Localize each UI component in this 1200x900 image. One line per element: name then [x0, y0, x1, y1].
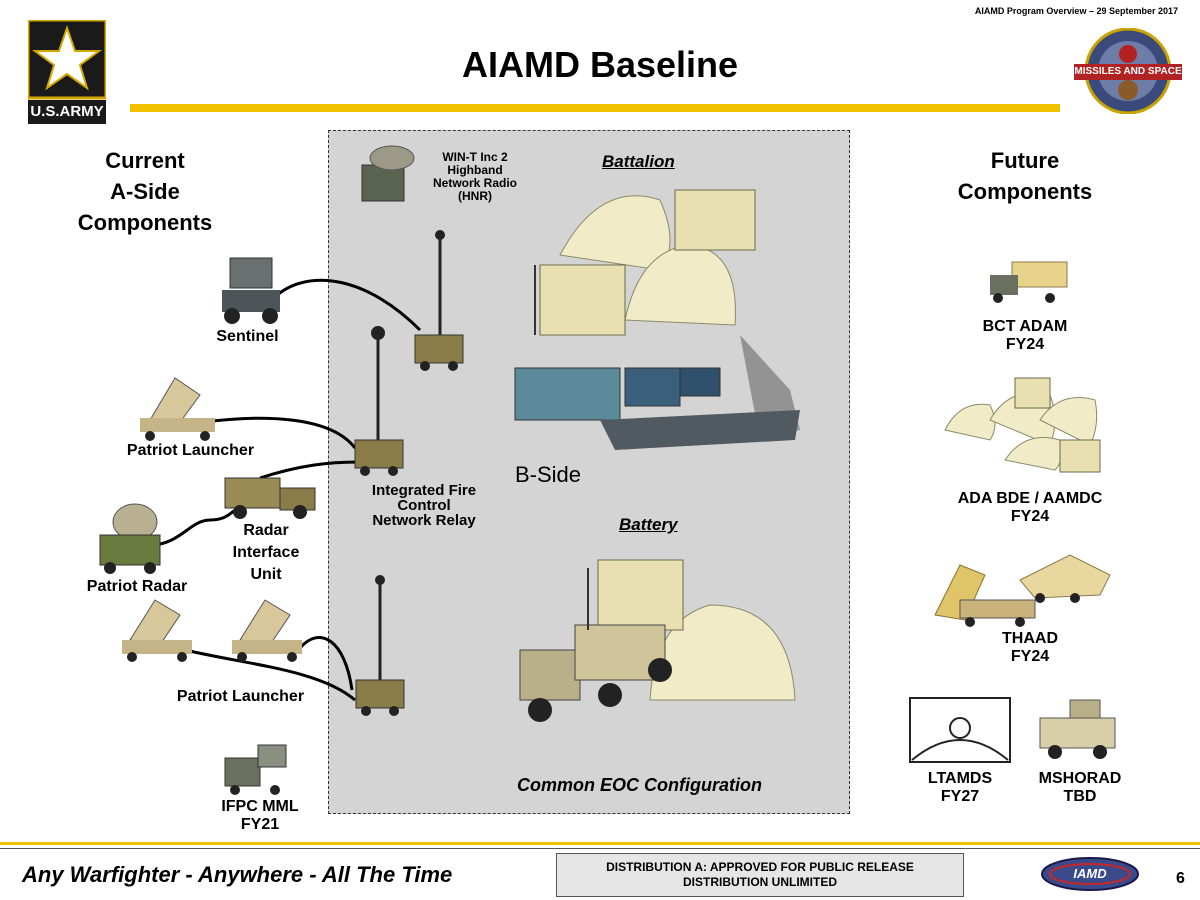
eoc-label: Common EOC Configuration [517, 775, 762, 795]
page-title: AIAMD Baseline [461, 44, 739, 85]
patriot-radar-label: Patriot Radar [86, 578, 188, 595]
page-number: 6 [1176, 870, 1185, 887]
heading-line: Components [957, 179, 1093, 204]
label-line: TBD [1063, 788, 1097, 805]
footer-motto: Any Warfighter - Anywhere - All The Time [22, 862, 453, 887]
label-line: Radar [243, 522, 289, 539]
label-line: Highband [447, 163, 503, 177]
ibcs-logo-text: IAMD [1073, 866, 1107, 881]
heading-line: Current [105, 148, 185, 173]
label-line: FY24 [1005, 336, 1045, 353]
cable-sentinel [270, 278, 422, 332]
heading-line: Components [77, 210, 213, 235]
battalion-shelters-icon [534, 189, 756, 336]
heading-line: Future [990, 148, 1060, 173]
label-line: (HNR) [458, 189, 492, 203]
distribution-line: DISTRIBUTION UNLIMITED [683, 875, 837, 889]
footer-divider-yellow [0, 842, 1200, 845]
patriot-launcher-top-label: Patriot Launcher [126, 442, 255, 459]
thaad-icon [934, 554, 1111, 627]
ifcn-relay-label: Integrated Fire Control Network Relay [358, 483, 490, 528]
ibcs-logo-icon [1041, 857, 1139, 891]
cable-launcher-bottom-1 [184, 648, 356, 702]
heading-line: A-Side [110, 179, 180, 204]
current-a-side-heading: Current A-Side Components [60, 145, 230, 238]
ifpc-mml-label: IFPC MML FY21 [200, 798, 320, 834]
title-underline [130, 104, 1060, 112]
thaad-label: THAAD FY24 [980, 630, 1080, 666]
label-line: ADA BDE / AAMDC [957, 490, 1103, 507]
radar-interface-unit-icon [224, 477, 316, 519]
army-logo: U.S.ARMY [28, 20, 106, 124]
label-line: IFPC MML [221, 798, 299, 815]
b-side-label: B-Side [515, 462, 582, 487]
label-line: WIN-T Inc 2 [442, 150, 508, 164]
label-line: Network Radio [432, 176, 517, 190]
ifpc-mml-icon [224, 744, 287, 795]
ltamds-icon [909, 697, 1011, 763]
sentinel-label: Sentinel [216, 328, 279, 345]
patriot-launcher-bottom-label: Patriot Launcher [176, 688, 305, 705]
patriot-radar-icon [99, 503, 161, 574]
hnr-radio-icon [361, 145, 415, 202]
header-note: AIAMD Program Overview – 29 September 20… [974, 6, 1178, 16]
peo-logo-text: MISSILES AND SPACE [1074, 66, 1182, 77]
patriot-launcher-top-icon [140, 377, 215, 441]
patriot-launcher-bottom-icon [122, 599, 302, 662]
army-logo-text: U.S.ARMY [30, 103, 104, 120]
label-line: Unit [250, 566, 282, 583]
mshorad-label: MSHORAD TBD [1030, 770, 1130, 806]
ada-bde-icon [944, 377, 1101, 473]
cable-launcher-top [204, 416, 357, 449]
hnr-label: WIN-T Inc 2 Highband Network Radio (HNR) [420, 151, 530, 203]
future-components-heading: Future Components [940, 145, 1110, 207]
bct-adam-icon [990, 261, 1068, 303]
distribution-statement: DISTRIBUTION A: APPROVED FOR PUBLIC RELE… [556, 853, 964, 897]
cable-launcher-bottom-2 [298, 636, 354, 691]
relay-mast-top-icon [414, 230, 464, 371]
sentinel-radar-icon [222, 257, 280, 324]
army-star-icon [28, 20, 106, 124]
label-line: LTAMDS [927, 770, 993, 787]
footer-divider-gray [0, 848, 1200, 849]
cable-riu [259, 460, 359, 480]
label-line: FY27 [940, 788, 980, 805]
mshorad-icon [1039, 699, 1116, 759]
battalion-title: Battalion [602, 152, 675, 171]
battery-title: Battery [619, 515, 678, 534]
distribution-line: DISTRIBUTION A: APPROVED FOR PUBLIC RELE… [606, 860, 914, 874]
relay-mast-bottom-icon [355, 575, 405, 716]
label-line: Interface [232, 544, 300, 561]
label-line: Integrated Fire [371, 482, 477, 499]
ltamds-label: LTAMDS FY27 [910, 770, 1010, 806]
peo-seal-icon [1074, 28, 1182, 114]
label-line: Control [397, 497, 451, 514]
ada-bde-label: ADA BDE / AAMDC FY24 [940, 490, 1120, 526]
peo-missiles-space-logo: MISSILES AND SPACE [1074, 28, 1182, 114]
label-line: THAAD [1002, 630, 1058, 647]
relay-mast-middle-icon [354, 326, 404, 476]
label-line: MSHORAD [1038, 770, 1122, 787]
label-line: BCT ADAM [982, 318, 1068, 335]
bct-adam-label: BCT ADAM FY24 [960, 318, 1090, 354]
label-line: FY24 [1010, 648, 1050, 665]
label-line: Network Relay [372, 512, 476, 529]
label-line: FY21 [240, 816, 280, 833]
operations-center-icon [514, 335, 800, 450]
label-line: FY24 [1010, 508, 1050, 525]
radar-interface-unit-label: Radar Interface Unit [220, 520, 312, 586]
battery-vehicle-icon [519, 559, 796, 722]
